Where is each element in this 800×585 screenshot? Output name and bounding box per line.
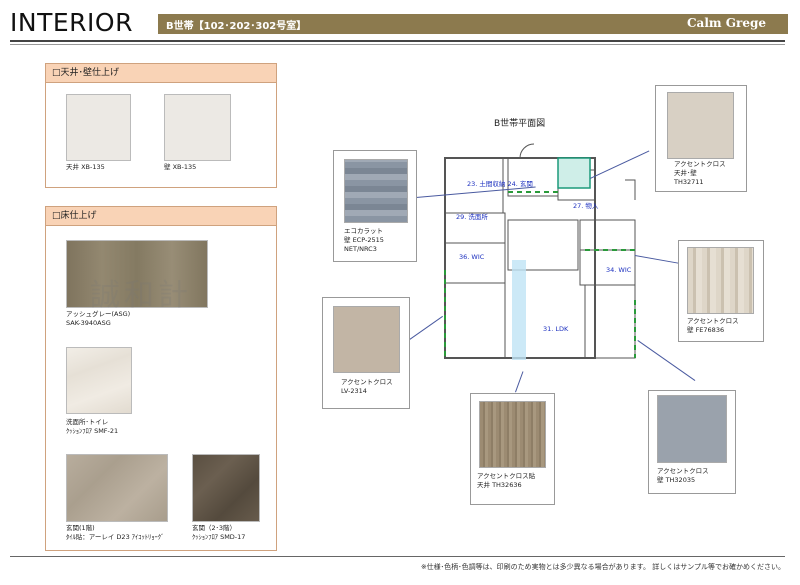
callout-wall-th: アクセントクロス 壁 TH32035 — [648, 390, 736, 494]
callout-title: アクセントクロス — [674, 160, 726, 168]
wall-swatch — [164, 94, 231, 161]
floor-entrance2-swatch — [192, 454, 260, 522]
floor-entrance1-caption: 玄関(1階) — [66, 524, 95, 532]
callout-line3: NET/NRC3 — [344, 245, 377, 253]
floor-entrance1-code: ﾀｲﾙ貼：アーレイ D23 ｱｲｺｯﾄﾘｮｰｸﾞ — [66, 533, 165, 541]
floor-panel: □床仕上げ アッシュグレー(ASG) SAK-3940ASG 洗面所･トイレ ｸ… — [45, 206, 277, 551]
callout-line3: TH32711 — [674, 178, 704, 186]
callout-title: アクセントクロス貼 — [477, 472, 536, 480]
callout-title: アクセントクロス — [687, 317, 739, 325]
floor-washroom-code: ｸｯｼｮﾝﾌﾛｱ SMF-21 — [66, 427, 119, 435]
brand-name: Calm Grege — [687, 16, 766, 30]
floor-entrance1-swatch — [66, 454, 168, 522]
wall-caption: 壁 XB-135 — [164, 163, 197, 171]
footer-rule — [10, 556, 785, 557]
ceiling-th-swatch — [479, 401, 546, 468]
ceiling-wall-panel: □天井･壁仕上げ 天井 XB-135 壁 XB-135 — [45, 63, 277, 188]
callout-line2: 壁 TH32035 — [657, 476, 696, 484]
panel-heading: □床仕上げ — [46, 207, 276, 226]
ceiling-wall-accent-swatch — [667, 92, 734, 159]
floor-entrance2-caption: 玄関（2･3階） — [192, 524, 237, 532]
room-label-entrance: 23. 土間収納 24. 玄関 — [467, 180, 533, 188]
header-subtitle: B世帯【102･202･302号室】 — [166, 21, 307, 32]
ceiling-swatch — [66, 94, 131, 161]
room-label-wic-36: 36. WIC — [459, 253, 485, 261]
watermark-text: 誠和計 — [90, 278, 192, 313]
callout-ceiling-th: アクセントクロス貼 天井 TH32636 — [470, 393, 555, 505]
floor-entrance2-code: ｸｯｼｮﾝﾌﾛｱ SMD-17 — [192, 533, 246, 541]
page-title: INTERIOR — [10, 8, 133, 37]
floor-plan-drawing — [444, 143, 636, 360]
ecocarat-swatch — [344, 159, 408, 223]
header-rule — [10, 40, 785, 42]
room-label-ldk: 31. LDK — [543, 325, 569, 333]
callout-line2: 天井･壁 — [674, 169, 697, 177]
callout-ceiling-wall: アクセントクロス 天井･壁 TH32711 — [655, 85, 747, 192]
floor-ash-caption: アッシュグレー(ASG) — [66, 310, 131, 318]
floor-washroom-caption: 洗面所･トイレ — [66, 418, 109, 426]
callout-line2: 壁 FE76836 — [687, 326, 725, 334]
callout-line2: 天井 TH32636 — [477, 481, 522, 489]
callout-title: アクセントクロス — [341, 378, 393, 386]
footnote: ※仕様･色柄･色調等は、印刷のため実物とは多少異なる場合があります。 詳しくはサ… — [420, 563, 785, 571]
header-rule-thin — [10, 44, 785, 45]
ceiling-caption: 天井 XB-135 — [66, 163, 105, 171]
wall-fe-swatch — [687, 247, 754, 314]
header-bar: B世帯【102･202･302号室】 Calm Grege — [158, 14, 788, 34]
callout-lv: アクセントクロス LV-2314 — [322, 297, 410, 409]
callout-title: エコカラット — [344, 227, 383, 235]
floor-plan-title: B世帯平面図 — [494, 119, 546, 129]
callout-line2: 壁 ECP-2515 — [344, 236, 384, 244]
floor-ash-code: SAK-3940ASG — [66, 319, 111, 327]
callout-line2: LV-2314 — [341, 387, 367, 395]
floor-ash-swatch — [66, 240, 208, 308]
room-label-storage: 27. 物入 — [573, 202, 599, 210]
wall-th-swatch — [657, 395, 727, 463]
callout-title: アクセントクロス — [657, 467, 709, 475]
floor-washroom-swatch — [66, 347, 132, 414]
lv-swatch — [333, 306, 400, 373]
room-label-wic-34: 34. WIC — [606, 266, 632, 274]
callout-ecocarat: エコカラット 壁 ECP-2515 NET/NRC3 — [333, 150, 417, 262]
room-label-washroom: 29. 洗面所 — [456, 213, 488, 221]
panel-heading: □天井･壁仕上げ — [46, 64, 276, 83]
callout-wall-fe: アクセントクロス 壁 FE76836 — [678, 240, 764, 342]
